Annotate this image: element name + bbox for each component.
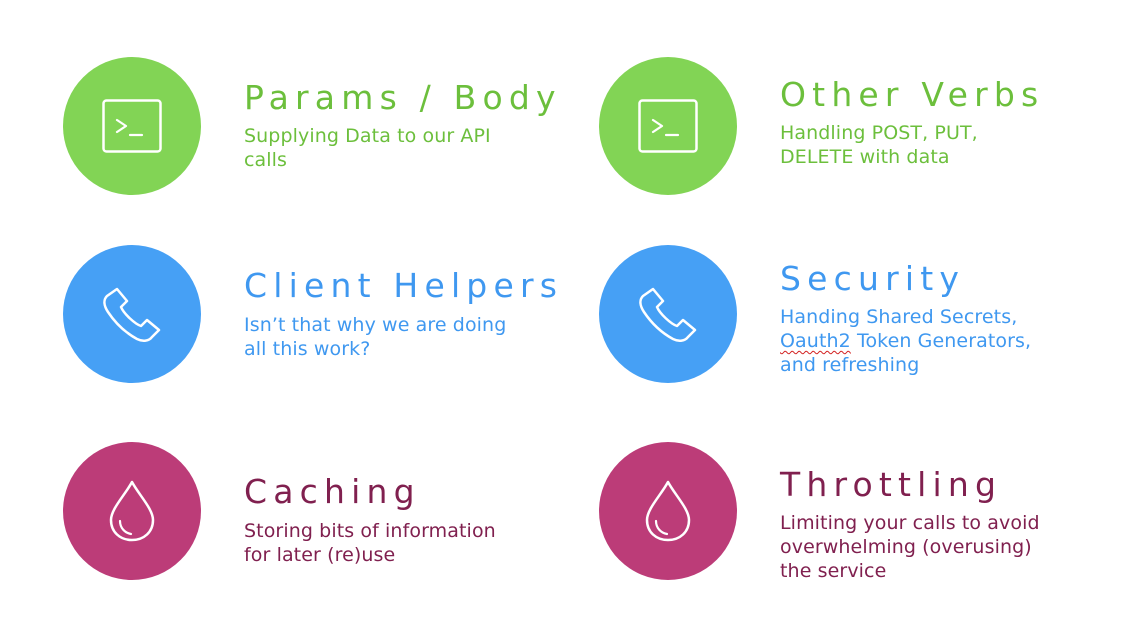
drop-icon [645,480,691,542]
description-line: Storing bits of information [244,520,496,542]
description-line: Isn’t that why we are doing [244,314,507,336]
card-description: Supplying Data to our API calls [244,124,491,172]
description-line: Oauth2 Token Generators, [780,329,1031,353]
description-line: all this work? [244,338,371,360]
card-title: Params / Body [244,78,562,117]
card-title: Other Verbs [780,75,1045,114]
card-description: Limiting your calls to avoid overwhelmin… [780,511,1040,583]
description-line: overwhelming (overusing) [780,536,1032,558]
icon-circle-blue [599,245,737,383]
icon-circle-magenta [599,442,737,580]
description-line: calls [244,149,288,171]
terminal-icon [638,99,698,153]
card-title: Caching [244,472,421,511]
card-title: Throttling [780,465,1003,504]
description-line: Handling POST, PUT, [780,122,978,144]
description-fragment: Token Generators, [850,330,1032,352]
misspelled-word: Oauth2 [780,330,851,352]
icon-circle-magenta [63,442,201,580]
phone-icon [103,287,161,342]
description-line: DELETE with data [780,146,950,168]
card-description: Storing bits of information for later (r… [244,519,496,567]
drop-icon [109,480,155,542]
card-description: Handling POST, PUT, DELETE with data [780,121,978,169]
description-line: Handing Shared Secrets, [780,306,1018,328]
icon-circle-green [63,57,201,195]
icon-circle-green [599,57,737,195]
card-title: Security [780,259,966,298]
card-description: Handing Shared Secrets, Oauth2 Token Gen… [780,305,1031,377]
description-line: Limiting your calls to avoid [780,512,1040,534]
card-description: Isn’t that why we are doing all this wor… [244,313,506,361]
description-line: and refreshing [780,354,920,376]
icon-circle-blue [63,245,201,383]
phone-icon [639,287,697,342]
description-line: for later (re)use [244,544,396,566]
description-line: the service [780,560,887,582]
terminal-icon [102,99,162,153]
card-title: Client Helpers [244,266,564,305]
description-line: Supplying Data to our API [244,125,491,147]
